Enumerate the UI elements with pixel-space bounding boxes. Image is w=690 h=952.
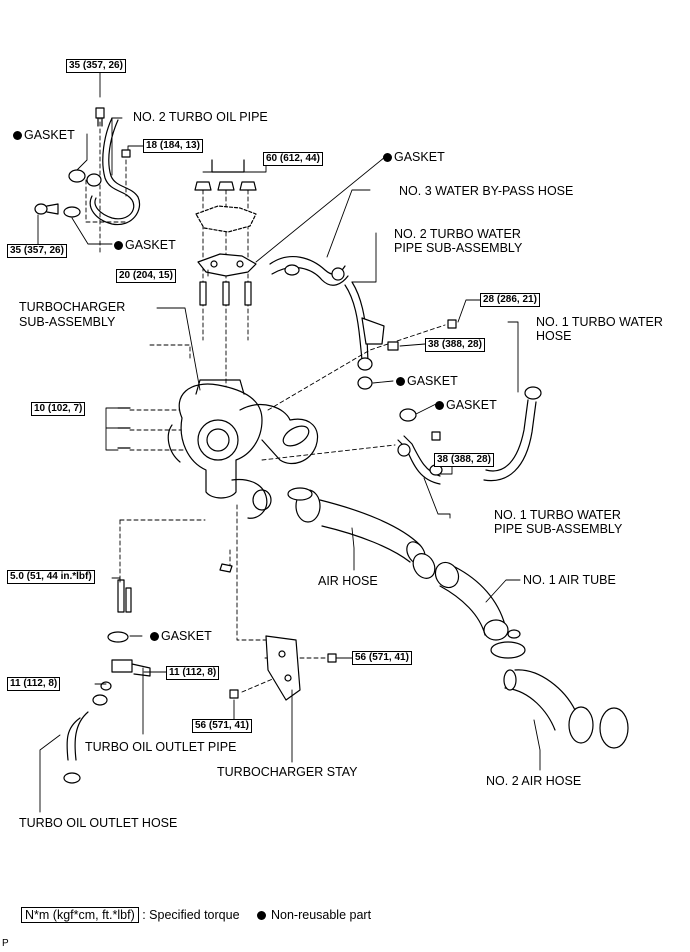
label-no1-turbo-water-pipe-line2: PIPE SUB-ASSEMBLY — [494, 522, 623, 536]
no2-air-hose — [503, 669, 629, 749]
label-no2-turbo-water-pipe-line1: NO. 2 TURBO WATER — [394, 227, 521, 241]
label-no1-turbo-water-hose-line1: NO. 1 TURBO WATER — [536, 315, 663, 329]
torque-spec-flange-nut: 60 (612, 44) — [263, 152, 323, 166]
torque-spec-stud: 20 (204, 15) — [116, 269, 176, 283]
torque-spec-stay-bolt-right: 56 (571, 41) — [352, 651, 412, 665]
nonreusable-dot-icon — [114, 241, 123, 250]
nonreusable-dot-icon — [13, 131, 22, 140]
legend-unit-box: N*m (kgf*cm, ft.*lbf) — [21, 907, 139, 923]
label-gasket-flange: GASKET — [383, 150, 445, 164]
water-bypass-and-pipe — [269, 256, 457, 390]
label-no1-turbo-water-hose-line2: HOSE — [536, 329, 572, 343]
legend-unit-description: : Specified torque — [142, 908, 240, 922]
no1-turbo-water-hose-pipe — [397, 386, 542, 485]
label-gasket-oil-outlet: GASKET — [150, 629, 212, 643]
torque-spec-oil-outlet-stud: 5.0 (51, 44 in.*lbf) — [7, 570, 95, 584]
nonreusable-dot-icon — [256, 911, 266, 920]
nonreusable-dot-icon — [150, 632, 159, 641]
assembly-guide-lines — [85, 107, 446, 693]
nonreusable-dot-icon — [435, 401, 444, 410]
torque-spec-oil-outlet-nut-right: 11 (112, 8) — [166, 666, 220, 680]
label-air-hose: AIR HOSE — [318, 574, 378, 588]
label-no1-turbo-water-pipe-line1: NO. 1 TURBO WATER — [494, 508, 621, 522]
label-turbocharger-sub-line1: TURBOCHARGER — [19, 300, 126, 314]
label-no2-air-hose: NO. 2 AIR HOSE — [486, 774, 582, 788]
torque-spec-oil-pipe-union-left: 35 (357, 26) — [7, 244, 67, 258]
no2-turbo-oil-pipe — [34, 107, 141, 226]
torque-spec-oil-outlet-nut-left: 11 (112, 8) — [7, 677, 61, 691]
page-tag: P — [2, 938, 9, 949]
label-no3-water-bypass-hose: NO. 3 WATER BY-PASS HOSE — [399, 184, 574, 198]
torque-spec-oil-pipe-union-top: 35 (357, 26) — [66, 59, 126, 73]
torque-spec-turbo-stud: 10 (102, 7) — [31, 402, 86, 416]
lower-hardware — [63, 407, 337, 784]
label-turbo-oil-outlet-pipe: TURBO OIL OUTLET PIPE — [85, 740, 237, 754]
torque-spec-oil-pipe-bolt: 18 (184, 13) — [143, 139, 203, 153]
legend: N*m (kgf*cm, ft.*lbf) : Specified torque… — [21, 907, 371, 923]
torque-spec-stay-bolt-bottom: 56 (571, 41) — [192, 719, 252, 733]
nonreusable-dot-icon — [396, 377, 405, 386]
nonreusable-dot-icon — [383, 153, 392, 162]
label-no2-turbo-water-pipe-line2: PIPE SUB-ASSEMBLY — [394, 241, 523, 255]
leader-lines — [37, 71, 541, 813]
label-gasket-oil-pipe-lower: GASKET — [114, 238, 176, 252]
label-turbocharger-sub-line2: SUB-ASSEMBLY — [19, 315, 116, 329]
turbocharger-body — [167, 379, 319, 519]
label-gasket-water-pipe-2: GASKET — [435, 398, 497, 412]
torque-spec-water-pipe-union-b: 38 (388, 28) — [434, 453, 494, 467]
torque-spec-water-pipe-bolt: 28 (286, 21) — [480, 293, 540, 307]
air-hose — [287, 487, 436, 579]
label-no1-air-tube: NO. 1 AIR TUBE — [523, 573, 616, 587]
label-turbocharger-stay: TURBOCHARGER STAY — [217, 765, 358, 779]
label-gasket-oil-pipe: GASKET — [13, 128, 75, 142]
label-turbo-oil-outlet-hose: TURBO OIL OUTLET HOSE — [19, 816, 178, 830]
label-gasket-water-pipe: GASKET — [396, 374, 458, 388]
legend-nonreusable-text: Non-reusable part — [270, 908, 372, 922]
label-no2-turbo-oil-pipe: NO. 2 TURBO OIL PIPE — [133, 110, 268, 124]
turbo-flange-hardware — [194, 159, 257, 306]
torque-spec-water-pipe-union-a: 38 (388, 28) — [425, 338, 485, 352]
no1-air-tube — [434, 561, 526, 659]
